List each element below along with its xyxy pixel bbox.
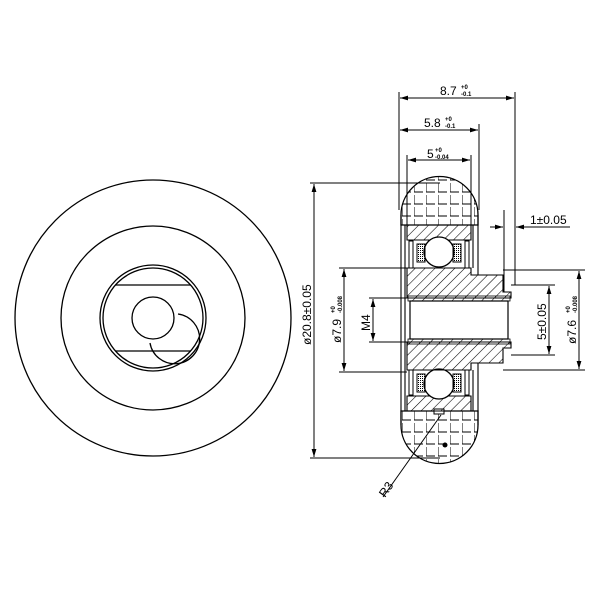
dimension-lines — [310, 92, 585, 498]
seal-top-left — [408, 240, 414, 269]
section-view — [400, 175, 512, 465]
dim-shoulder-diameter-tol-upper: +0 — [566, 305, 572, 313]
dim-shoulder-offset: 1±0.05 — [530, 213, 567, 227]
seal-bottom-left — [408, 369, 414, 396]
cage-top-right — [452, 243, 462, 263]
dim-shoulder-length: 5±0.05 — [535, 303, 549, 340]
dim-hub-diameter: ø7.9 — [330, 319, 344, 343]
dim-overall-width-tol-lower: -0.1 — [461, 92, 472, 98]
thread-arc — [149, 313, 201, 365]
thread-bottom — [407, 338, 511, 345]
dim-shoulder-diameter-tol-lower: -0.008 — [573, 295, 579, 313]
ball-bottom — [423, 368, 455, 400]
outer-race-bottom — [406, 395, 472, 412]
dim-tire-width: 5.8 — [424, 116, 441, 130]
dim-overall-width-tol-upper: +0 — [461, 85, 469, 91]
tire-bottom — [400, 410, 479, 465]
cage-bottom-right — [452, 373, 462, 393]
dim-overall-width: 8.7 — [440, 84, 457, 98]
dim-hub-diameter-tol-upper: +0 — [331, 305, 337, 313]
thread-top — [407, 295, 511, 302]
dim-bearing-width: 5 — [427, 147, 434, 161]
bore — [409, 300, 509, 340]
hub-bottom — [406, 341, 512, 371]
dim-thread: M4 — [359, 314, 373, 331]
front-view — [14, 179, 292, 457]
dim-outer-diameter: ø20.8±0.05 — [300, 284, 314, 345]
dim-hub-diameter-tol-lower: -0.008 — [338, 295, 344, 313]
ball-top — [423, 236, 455, 268]
hub-top — [406, 267, 512, 299]
dim-shoulder-diameter: ø7.6 — [565, 320, 579, 344]
tire-inner-circle — [60, 225, 246, 411]
cage-top-left — [416, 243, 426, 263]
dim-tire-width-tol-upper: +0 — [445, 117, 453, 123]
dim-bearing-width-tol-upper: +0 — [435, 148, 443, 154]
bearing-outer-circle-inner — [102, 267, 204, 369]
cage-bottom-left — [416, 373, 426, 393]
dim-tire-width-tol-lower: -0.1 — [445, 124, 456, 130]
tire-dot — [442, 442, 448, 448]
dim-bearing-width-tol-lower: -0.04 — [435, 155, 449, 161]
dimension-labels: 8.7 +0 -0.1 5.8 +0 -0.1 5 +0 -0.04 ø20.8… — [300, 84, 579, 500]
tire-top — [400, 175, 479, 226]
outer-tire-circle — [14, 179, 292, 457]
bearing-outer-circle — [99, 264, 207, 372]
outer-race-top — [406, 224, 472, 241]
bore-circle — [131, 296, 175, 340]
seal-bottom-right — [464, 369, 470, 396]
seal-top-right — [464, 240, 470, 269]
